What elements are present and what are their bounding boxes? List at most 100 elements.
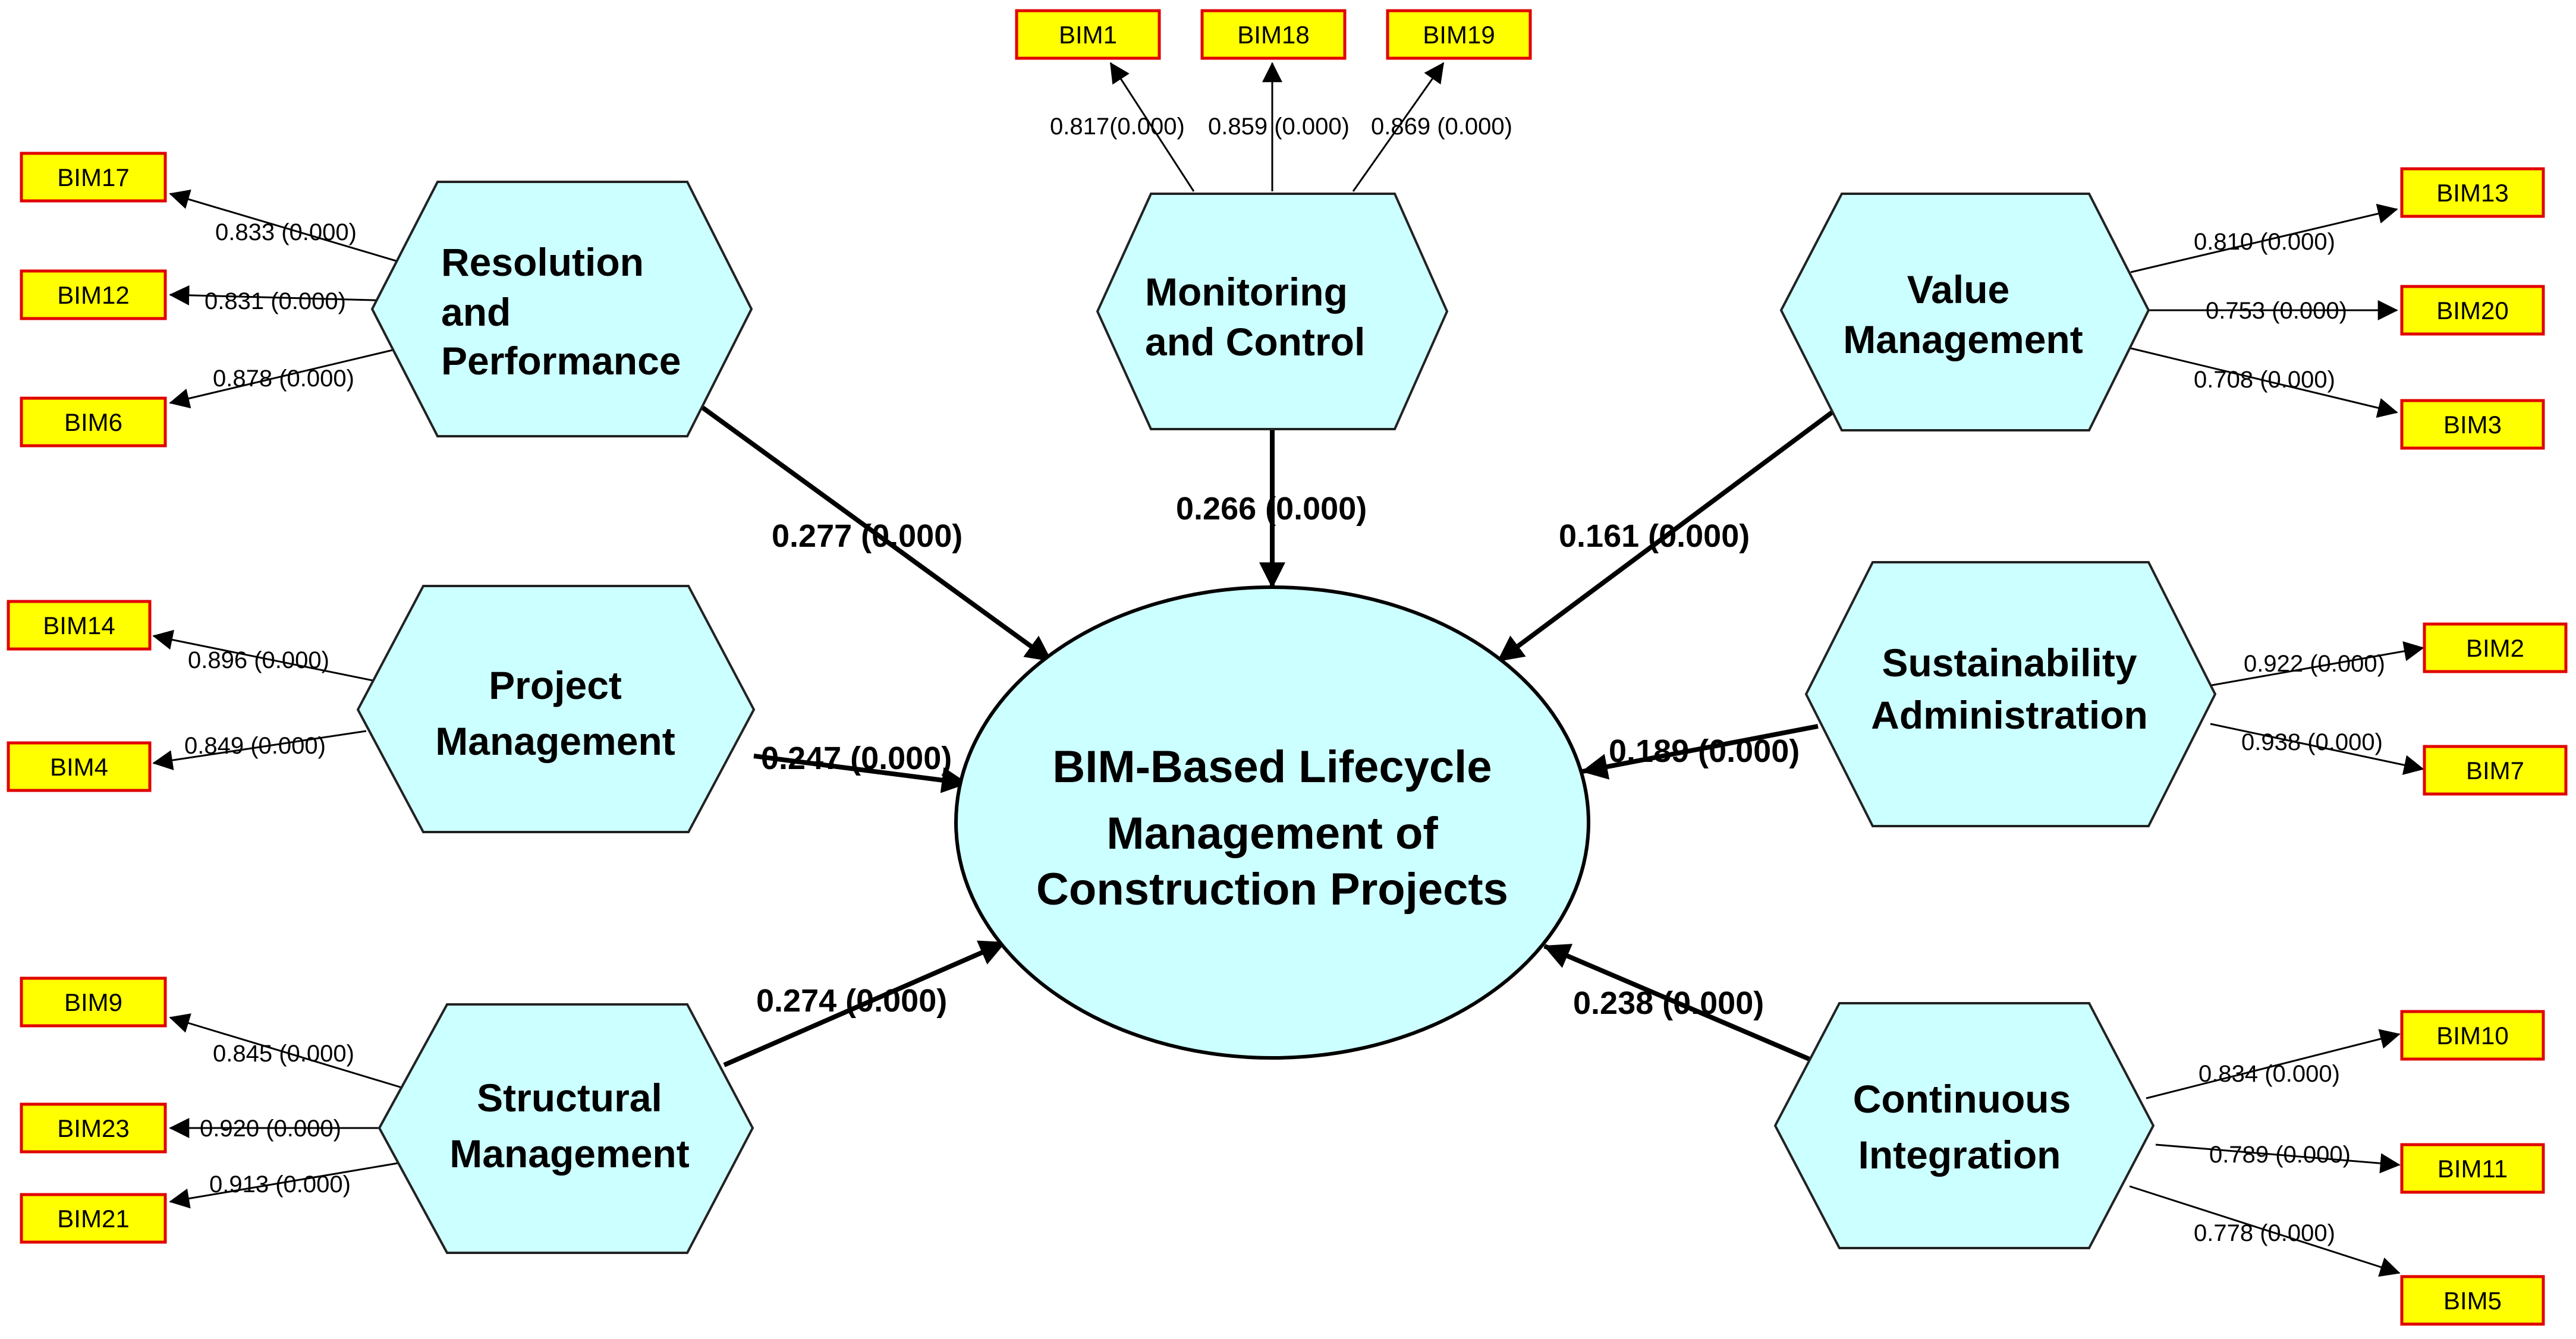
indicators: BIM17 BIM12 BIM6 BIM1 BIM18 BIM19 BIM13 …: [7, 9, 2568, 1326]
indicator-box-bim9: [20, 976, 167, 1028]
hexagon-continuous: [1773, 1002, 2155, 1249]
loading-line-bim12: [169, 285, 397, 305]
indicator-label-bim19: BIM19: [1423, 21, 1495, 49]
path-coefficient-sustainability: 0.189 (0.000): [1609, 733, 1800, 769]
indicator-label-bim9: BIM9: [64, 988, 122, 1016]
loading-label-bim20: 0.753 (0.000): [2206, 298, 2347, 324]
construct-label-line-2: and Control: [1145, 320, 1365, 364]
loading-label-bim10: 0.834 (0.000): [2198, 1061, 2340, 1087]
construct-label-line-1: Resolution: [441, 240, 644, 284]
loading-line-bim4: [152, 730, 367, 770]
loading-label-bim11: 0.789 (0.000): [2209, 1142, 2351, 1168]
construct-value: Value Management: [1779, 193, 2150, 431]
indicator-box-bim10: [2400, 1010, 2545, 1061]
construct-monitoring: Monitoring and Control: [1096, 193, 1449, 430]
indicator-box-bim12: [20, 269, 167, 320]
loading-line-bim19: [1352, 62, 1445, 192]
construct-label-line-1: Sustainability: [1882, 641, 2137, 685]
indicator-box-bim23: [20, 1102, 167, 1154]
center-label-line-1: BIM-Based Lifecycle: [1052, 742, 1492, 792]
loading-lines: [152, 62, 2424, 1277]
indicator-box-bim3: [2400, 399, 2545, 450]
indicator-box-bim20: [2400, 285, 2545, 336]
hexagon-structural: [378, 1003, 754, 1254]
indicator-label-bim12: BIM12: [57, 281, 129, 309]
indicator-box-bim13: [2400, 167, 2545, 218]
indicator-label-bim4: BIM4: [50, 753, 108, 781]
construct-label-line-2: Management: [435, 719, 675, 763]
indicator-label-bim11: BIM11: [2437, 1155, 2508, 1183]
indicator-label-bim6: BIM6: [64, 408, 122, 436]
loading-label-bim4: 0.849 (0.000): [184, 733, 326, 759]
loading-line-bim11: [2155, 1143, 2401, 1174]
path-arrow-value: [1496, 409, 1835, 663]
loading-label-bim18: 0.859 (0.000): [1208, 114, 1350, 140]
loading-line-bim6: [169, 345, 411, 409]
loading-line-bim10: [2146, 1029, 2401, 1099]
path-coefficient-monitoring: 0.266 (0.000): [1176, 491, 1367, 527]
construct-label-line-1: Value: [1907, 267, 2009, 311]
center-label-line-2: Management of: [1106, 808, 1438, 859]
path-arrow-resolution: [701, 405, 1053, 663]
indicator-label-bim7: BIM7: [2466, 757, 2524, 785]
path-arrow-continuous: [1543, 944, 1813, 1063]
loading-label-bim13: 0.810 (0.000): [2194, 229, 2335, 255]
loading-line-bim2: [2194, 641, 2424, 689]
indicator-box-bim19: [1386, 9, 1532, 60]
path-arrow-sustainability: [1581, 724, 1819, 780]
indicator-label-bim2: BIM2: [2466, 634, 2524, 662]
loading-label-bim17: 0.833 (0.000): [215, 219, 357, 245]
loading-label-bim23: 0.920 (0.000): [200, 1116, 341, 1142]
construct-label-line-1: Continuous: [1853, 1077, 2071, 1121]
indicator-label-bim13: BIM13: [2436, 179, 2508, 207]
center-construct: BIM-Based Lifecycle Management of Constr…: [954, 585, 1590, 1060]
path-coefficient-resolution: 0.277 (0.000): [772, 518, 963, 554]
indicator-box-bim2: [2423, 622, 2568, 673]
loading-label-bim21: 0.913 (0.000): [209, 1171, 351, 1198]
indicator-label-bim3: BIM3: [2443, 411, 2502, 439]
construct-label-line-1: Monitoring: [1145, 270, 1348, 314]
construct-label-line-2: Management: [449, 1132, 689, 1176]
construct-label-line-2: and: [441, 290, 511, 334]
center-label-line-3: Construction Projects: [1036, 864, 1508, 915]
hexagon-monitoring: [1096, 193, 1449, 430]
construct-label-line-2: Administration: [1871, 693, 2148, 737]
indicator-box-bim4: [7, 741, 152, 792]
loading-label-bim5: 0.778 (0.000): [2194, 1220, 2335, 1246]
loading-label-bim6: 0.878 (0.000): [213, 366, 354, 392]
construct-label-line-2: Integration: [1858, 1133, 2061, 1177]
indicator-box-bim11: [2400, 1143, 2545, 1194]
hexagon-project: [356, 585, 756, 833]
path-coefficients: 0.277 (0.000) 0.266 (0.000) 0.161 (0.000…: [756, 491, 1800, 1021]
indicator-label-bim17: BIM17: [57, 163, 129, 191]
indicator-label-bim21: BIM21: [57, 1205, 129, 1233]
construct-continuous: Continuous Integration: [1773, 1002, 2155, 1249]
indicator-label-bim1: BIM1: [1059, 21, 1117, 49]
hexagon-sustainability: [1804, 561, 2217, 827]
construct-structural: Structural Management: [378, 1003, 754, 1254]
loading-label-bim7: 0.938 (0.000): [2241, 729, 2383, 755]
indicator-label-bim23: BIM23: [57, 1114, 129, 1142]
loading-label-bim19: 0.869 (0.000): [1371, 114, 1512, 140]
loading-line-bim13: [2130, 203, 2398, 273]
path-arrow-project: [753, 754, 968, 793]
loading-line-bim14: [152, 629, 382, 683]
loading-line-bim1: [1109, 62, 1195, 192]
construct-label-line-2: Management: [1843, 317, 2083, 361]
indicator-box-bim6: [20, 396, 167, 448]
hexagon-value: [1779, 193, 2150, 431]
structural-paths: [701, 405, 1835, 1067]
construct-label-line-3: Performance: [441, 339, 681, 383]
indicator-box-bim5: [2400, 1275, 2545, 1326]
indicator-box-bim21: [20, 1193, 167, 1244]
path-coefficient-project: 0.247 (0.000): [761, 741, 952, 776]
loading-line-bim21: [169, 1161, 402, 1209]
path-coefficient-structural: 0.274 (0.000): [756, 983, 947, 1019]
loading-line-bim5: [2129, 1185, 2401, 1277]
center-ellipse: [954, 585, 1590, 1060]
loading-label-bim2: 0.922 (0.000): [2244, 651, 2385, 677]
construct-project: Project Management: [356, 585, 756, 833]
loading-label-bim12: 0.831 (0.000): [205, 288, 346, 314]
path-arrow-structural: [723, 940, 1007, 1067]
